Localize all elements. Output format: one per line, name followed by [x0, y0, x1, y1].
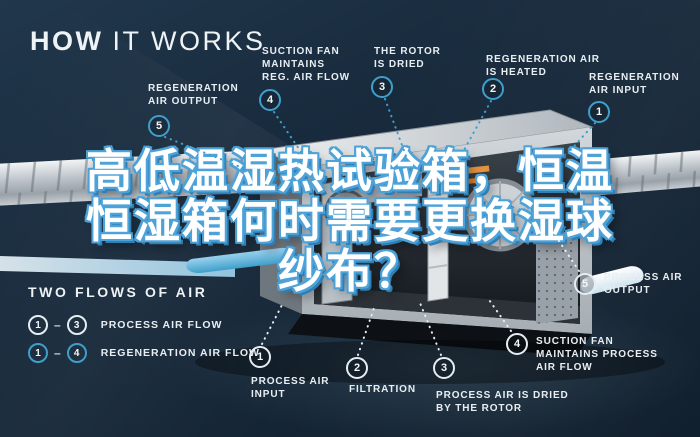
callout-badge-4-process: 4 [506, 333, 528, 355]
callout-label-suction-fan-process: SUCTION FAN MAINTAINS PROCESS AIR FLOW [536, 336, 658, 374]
callout-label-suction-fan-reg: SUCTION FAN MAINTAINS REG. AIR FLOW [262, 46, 350, 84]
legend-label: REGENERATION AIR FLOW [100, 347, 260, 359]
legend-row-regeneration: 1 – 4 REGENERATION AIR FLOW [28, 343, 260, 363]
callout-badge-1-process: 1 [249, 346, 271, 368]
callout-label-regeneration-air-output: REGENERATION AIR OUTPUT [148, 83, 239, 108]
legend-row-process: 1 – 3 PROCESS AIR FLOW [28, 315, 222, 335]
page-title: HOW IT WORKS [30, 26, 266, 57]
legend-dash: – [54, 318, 61, 332]
callout-label-regeneration-air-input: REGENERATION AIR INPUT [589, 72, 680, 97]
title-light: IT WORKS [112, 26, 266, 56]
headline-line-1: 高低温湿热试验箱，恒温 [86, 145, 614, 197]
callout-badge-5-process: 5 [574, 273, 596, 295]
callout-badge-3-process: 3 [433, 357, 455, 379]
callout-badge-2-regeneration: 2 [482, 78, 504, 100]
legend-circle-to: 3 [66, 315, 87, 335]
callout-label-rotor-dried: THE ROTOR IS DRIED [374, 46, 441, 71]
left-air-duct [0, 150, 269, 207]
legend-dash: – [54, 346, 61, 360]
headline: 高低温湿热试验箱，恒温 恒湿箱何时需要更换湿球 纱布？ [0, 146, 700, 296]
callout-label-filtration: FILTRATION [349, 384, 416, 395]
callout-label-regeneration-heated: REGENERATION AIR IS HEATED [486, 54, 600, 79]
callout-badge-2-process: 2 [346, 357, 368, 379]
callout-label-process-dried: PROCESS AIR IS DRIED BY THE ROTOR [436, 390, 569, 415]
legend-circle-to: 4 [66, 343, 87, 363]
callout-badge-3-regeneration: 3 [371, 76, 393, 98]
title-bold: HOW [30, 26, 104, 56]
right-air-duct [579, 149, 700, 197]
legend-heading: TWO FLOWS OF AIR [28, 284, 208, 300]
headline-line-3: 纱布？ [278, 245, 422, 297]
callout-badge-1-regeneration: 1 [588, 101, 610, 123]
callout-badge-5-regeneration: 5 [148, 115, 170, 137]
callout-label-process-air-output: PROCESS AIR OUTPUT [604, 272, 683, 297]
callout-badge-4-regeneration: 4 [259, 89, 281, 111]
headline-line-2: 恒湿箱何时需要更换湿球 [86, 195, 614, 247]
legend-label: PROCESS AIR FLOW [100, 319, 223, 331]
callout-label-process-air-input: PROCESS AIR INPUT [251, 376, 330, 401]
legend-circle-from: 1 [28, 343, 48, 363]
legend-circle-from: 1 [28, 315, 48, 335]
